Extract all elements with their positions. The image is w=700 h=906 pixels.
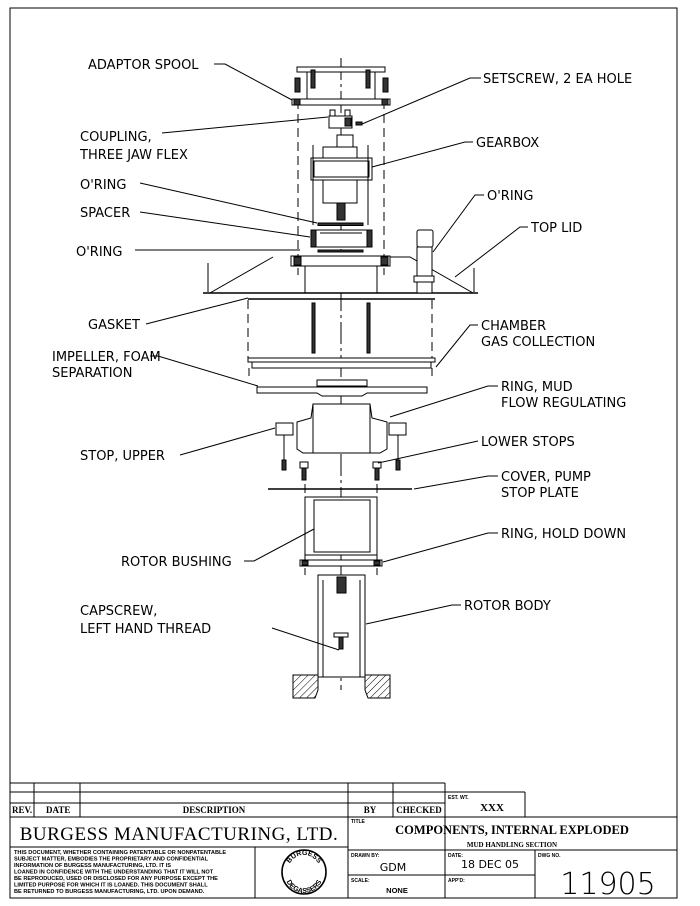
label-impeller-1: IMPELLER, FOAM [52, 350, 161, 365]
by-header: BY [364, 805, 377, 815]
top-lid [203, 229, 478, 294]
ring-hold-down [299, 559, 383, 567]
label-capscrew-1: CAPSCREW, [80, 604, 157, 619]
label-gasket: GASKET [88, 318, 140, 333]
notice-line: BE REPRODUCED, USED OR DISCLOSED FOR ANY… [14, 876, 218, 882]
drawn-by-label: DRAWN BY: [351, 853, 380, 859]
checked-header: CHECKED [396, 805, 442, 815]
label-o-ring-lower: O'RING [76, 245, 122, 260]
stop-upper [275, 422, 407, 471]
rotor-bushing [304, 496, 378, 556]
impeller [256, 379, 428, 397]
date-header: DATE [46, 805, 70, 815]
coupling [328, 109, 363, 129]
adaptor-spool [291, 66, 391, 106]
setscrew [355, 121, 363, 126]
label-coupling-1: COUPLING, [80, 130, 152, 145]
label-o-ring-right: O'RING [487, 189, 533, 204]
label-gearbox: GEARBOX [476, 136, 539, 151]
label-impeller-2: SEPARATION [52, 366, 133, 381]
label-cover-1: COVER, PUMP [501, 470, 591, 485]
label-stop-upper: STOP, UPPER [80, 449, 165, 464]
burgess-degassers-logo: BURGESS DEGASSERS [281, 849, 327, 895]
label-rotor-body: ROTOR BODY [464, 599, 551, 614]
o-ring-lower [317, 249, 364, 253]
label-cover-2: STOP PLATE [501, 486, 579, 501]
label-chamber-1: CHAMBER [481, 319, 546, 334]
o-ring-upper [317, 222, 364, 226]
est-wt-value: XXX [480, 802, 504, 814]
logo-top-text: BURGESS [286, 850, 323, 865]
notice-line: BE RETURNED TO BURGESS MANUFACTURING, LT… [14, 889, 205, 895]
drawn-by-value: GDM [380, 861, 407, 874]
leader-lines [135, 63, 528, 651]
label-rotor-bushing: ROTOR BUSHING [121, 555, 232, 570]
notice-line: LOANED IN CONFIDENCE WITH THE UNDERSTAND… [14, 870, 214, 876]
rev-header: REV. [12, 805, 32, 815]
drawing-border [9, 7, 678, 899]
capscrew [333, 632, 349, 638]
label-ring-mud-2: FLOW REGULATING [501, 396, 626, 411]
label-coupling-2: THREE JAW FLEX [79, 148, 188, 163]
notice-line: LIMITED PURPOSE FOR WHICH IT IS LOANED. … [14, 883, 208, 889]
title-label: TITLE [351, 819, 366, 825]
notice-line: THIS DOCUMENT, WHETHER CONTAINING PATENT… [14, 850, 226, 856]
lower-stops [299, 461, 382, 481]
label-ring-hold-down: RING, HOLD DOWN [501, 527, 626, 542]
scale-label: SCALE: [351, 878, 370, 884]
dwg-no-value: 11905 [560, 867, 655, 902]
parts [203, 58, 478, 699]
rotor-base [292, 674, 391, 699]
drawing-title: COMPONENTS, INTERNAL EXPLODED [395, 823, 629, 837]
drawing-subtitle: MUD HANDLING SECTION [467, 841, 557, 849]
chamber-gas-collection [247, 302, 436, 376]
rotor-body [317, 574, 366, 678]
label-chamber-2: GAS COLLECTION [481, 335, 595, 350]
spacer [310, 229, 373, 248]
label-adaptor-spool: ADAPTOR SPOOL [88, 58, 199, 73]
label-spacer: SPACER [80, 206, 130, 221]
date-label: DATE: [448, 853, 463, 859]
date-value: 18 DEC 05 [461, 858, 519, 871]
confidentiality-notice: THIS DOCUMENT, WHETHER CONTAINING PATENT… [14, 850, 226, 895]
scale-value: NONE [386, 886, 408, 895]
notice-line: SUBJECT MATTER, EMBODIES THE PROPRIETARY… [14, 857, 209, 863]
dwg-no-label: DWG NO. [538, 853, 561, 859]
title-block: REV. DATE DESCRIPTION BY CHECKED EST. WT… [10, 782, 677, 902]
label-setscrew: SETSCREW, 2 EA HOLE [483, 72, 632, 87]
notice-line: INFORMATION OF BURGESS MANUFACTURING, LT… [14, 863, 171, 869]
company-name: BURGESS MANUFACTURING, LTD. [20, 824, 339, 845]
ring-mud-flow-regulating [296, 403, 388, 454]
label-capscrew-2: LEFT HAND THREAD [80, 622, 211, 637]
label-top-lid: TOP LID [530, 221, 582, 236]
label-lower-stops: LOWER STOPS [481, 435, 575, 450]
est-wt-label: EST. WT. [448, 795, 469, 801]
label-ring-mud-1: RING, MUD [501, 380, 573, 395]
part-labels: ADAPTOR SPOOL SETSCREW, 2 EA HOLE COUPLI… [52, 58, 632, 637]
label-o-ring-upper: O'RING [80, 178, 126, 193]
gearbox [310, 134, 373, 225]
description-header: DESCRIPTION [183, 805, 246, 815]
appd-label: APP'D: [448, 878, 465, 884]
logo-bottom-text: DEGASSERS [285, 879, 324, 895]
